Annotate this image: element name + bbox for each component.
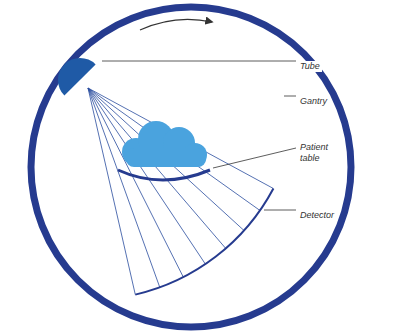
label-slot: Detector	[298, 204, 336, 222]
part-label: Tube	[298, 61, 322, 72]
gantry-ring	[31, 7, 351, 327]
part-label: Gantry	[298, 96, 329, 107]
label-slot: Gantry	[298, 90, 329, 108]
part-label: Detector	[298, 210, 336, 221]
tube-symbol	[58, 58, 96, 96]
part-label: Patient table	[298, 142, 338, 164]
rotation-arrow	[140, 19, 212, 30]
detector-arc	[135, 189, 273, 295]
patient-shape	[122, 121, 207, 167]
label-slot: Tube	[298, 55, 322, 73]
x-ray-fan	[88, 88, 273, 295]
label-slot: Patient table	[298, 142, 338, 165]
leader-lines	[102, 61, 296, 210]
patient-table	[118, 170, 210, 180]
